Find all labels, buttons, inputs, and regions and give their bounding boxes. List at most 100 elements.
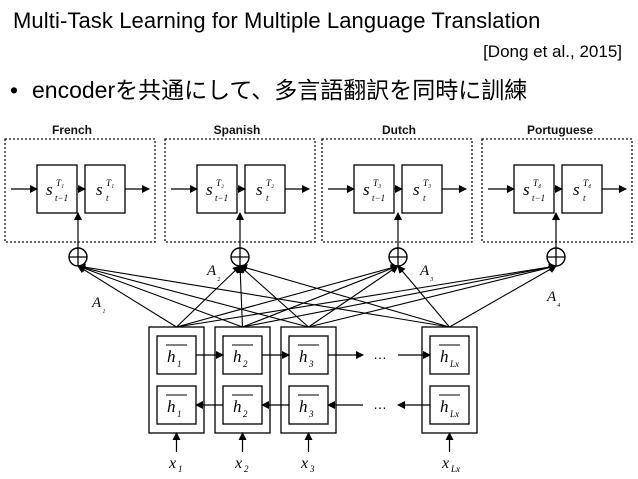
attention-label: A (206, 263, 217, 279)
forward-hidden-box (288, 335, 329, 375)
attention-label: A (546, 289, 557, 305)
backward-hidden-box (429, 385, 470, 425)
ellipsis: … (373, 346, 387, 362)
ellipsis: … (373, 396, 387, 412)
state-superscript: T₂ (266, 178, 274, 188)
backward-hidden-box (288, 385, 329, 425)
hidden-symbol: h (167, 347, 176, 366)
input-symbol: x (300, 455, 308, 472)
state-symbol: s (413, 180, 420, 199)
bullet-dot: • (10, 77, 19, 103)
decoder-state-current (84, 164, 126, 214)
attention-subscript: ₄ (557, 297, 561, 308)
state-superscript: T₂ (216, 178, 224, 188)
hidden-symbol: h (167, 397, 176, 416)
state-symbol: s (206, 180, 213, 199)
attention-line (308, 265, 399, 328)
slide-title: Multi-Task Learning for Multiple Languag… (13, 8, 541, 33)
attention-line (77, 263, 450, 328)
input-subscript: Lx (450, 464, 460, 474)
state-subscript: t−1 (215, 193, 228, 203)
state-superscript: T₁ (56, 178, 64, 188)
state-superscript: T₁ (106, 178, 114, 188)
decoder-state-current (244, 164, 286, 214)
hidden-subscript: 1 (177, 409, 182, 419)
state-symbol: s (523, 180, 530, 199)
attention-line (77, 264, 243, 328)
bullet-text: encoderを共通にして、多言語翻訳を同時に訓練 (32, 77, 528, 103)
state-symbol: s (573, 180, 580, 199)
state-symbol: s (46, 180, 53, 199)
attention-line (397, 265, 450, 328)
decoder-label: Spanish (214, 123, 261, 137)
input-symbol: x (234, 455, 242, 472)
hidden-symbol: h (299, 397, 308, 416)
decoder-label: Dutch (382, 123, 416, 137)
state-symbol: s (363, 180, 370, 199)
attention-line (242, 263, 557, 328)
state-superscript: T₃ (373, 178, 381, 188)
attention-connections (77, 263, 557, 328)
state-subscript: t (583, 193, 586, 203)
hidden-symbol: h (440, 347, 449, 366)
attention-line (236, 265, 245, 328)
decoder-state-prev (36, 164, 78, 214)
attention-subscript: ₂ (217, 271, 221, 282)
decoder-state-prev (353, 164, 395, 214)
decoder-state-current (561, 164, 603, 214)
state-symbol: s (96, 180, 103, 199)
state-superscript: T₄ (583, 178, 591, 188)
forward-hidden-box (222, 335, 263, 375)
attention-line (176, 263, 557, 328)
attention-line (239, 265, 309, 328)
decoder-state-current (401, 164, 443, 214)
backward-hidden-box (222, 385, 263, 425)
hidden-subscript: 3 (308, 409, 314, 419)
hidden-symbol: h (299, 347, 308, 366)
state-superscript: T₄ (533, 178, 541, 188)
attention-line (77, 265, 177, 328)
input-symbol: x (441, 455, 449, 472)
hidden-subscript: 1 (177, 359, 182, 369)
hidden-subscript: Lx (449, 359, 459, 369)
decoder-state-prev (513, 164, 555, 214)
attention-label: A (419, 263, 430, 279)
hidden-symbol: h (233, 397, 242, 416)
hidden-subscript: 2 (243, 409, 248, 419)
bullet-item: • encoderを共通にして、多言語翻訳を同時に訓練 (10, 71, 527, 105)
hidden-subscript: Lx (449, 409, 459, 419)
decoder-panel (481, 138, 633, 243)
attention-subscript: ₃ (430, 271, 434, 282)
attention-line (239, 264, 450, 328)
state-superscript: T₃ (423, 178, 431, 188)
attention-line (308, 263, 557, 328)
state-subscript: t (423, 193, 426, 203)
state-symbol: s (256, 180, 263, 199)
attention-label: A (91, 295, 102, 311)
state-subscript: t−1 (372, 193, 385, 203)
decoder-label: Portuguese (527, 123, 593, 137)
attention-subscript: ₁ (102, 303, 105, 314)
attention-line (449, 265, 557, 328)
decoder-label: French (52, 123, 92, 137)
citation: [Dong et al., 2015] (483, 42, 622, 61)
attention-line (77, 263, 309, 328)
input-subscript: 2 (244, 464, 249, 474)
state-subscript: t−1 (532, 193, 545, 203)
attention-line (176, 265, 241, 328)
input-symbol: x (168, 455, 176, 472)
input-subscript: 3 (309, 464, 315, 474)
hidden-symbol: h (233, 347, 242, 366)
decoder-panel (4, 138, 156, 243)
hidden-subscript: 3 (308, 359, 314, 369)
decoder-panel (321, 138, 473, 243)
